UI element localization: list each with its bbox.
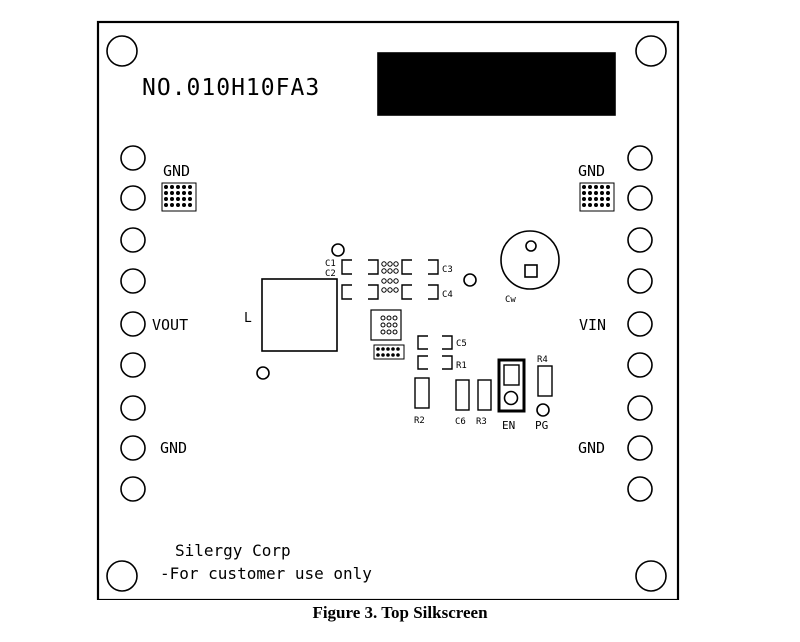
label-r4: R4 (537, 355, 548, 365)
part-number: NO.010H10FA3 (142, 75, 320, 101)
pg-test-point (536, 403, 550, 417)
label-c3: C3 (442, 265, 453, 275)
label-gnd-right-bottom: GND (578, 439, 605, 457)
label-inductor: L (244, 311, 252, 326)
label-c1: C1 (325, 259, 336, 269)
left-connector-pads (120, 145, 146, 502)
silkscreen-board: NO.010H10FA3 (96, 20, 680, 600)
label-en: EN (502, 419, 515, 432)
inductor-outline (261, 278, 338, 352)
ic-footprint (370, 309, 405, 360)
label-gnd-left-bottom: GND (160, 439, 187, 457)
label-gnd-right-top: GND (578, 162, 605, 180)
via-array-left (161, 182, 197, 212)
redacted-block (377, 52, 616, 116)
label-pg: PG (535, 419, 548, 432)
label-c4: C4 (442, 290, 453, 300)
via-array-right (579, 182, 615, 212)
label-c5: C5 (456, 339, 467, 349)
company-name: Silergy Corp (175, 541, 291, 560)
label-r2: R2 (414, 416, 425, 426)
label-c6: C6 (455, 417, 466, 427)
en-jumper (497, 358, 526, 413)
c5-r1-footprints (417, 335, 453, 370)
board-outline (96, 20, 680, 600)
label-c2: C2 (325, 269, 336, 279)
capacitor-cluster-top (341, 259, 439, 300)
mounting-holes (106, 35, 667, 592)
label-vout: VOUT (152, 316, 188, 334)
label-cin: Cw (505, 295, 516, 305)
label-vin: VIN (579, 316, 606, 334)
fiducial-left (256, 366, 270, 380)
fiducial-right (463, 273, 477, 287)
label-gnd-left-top: GND (163, 162, 190, 180)
right-connector-pads (627, 145, 653, 502)
fiducial-top (331, 243, 345, 257)
vertical-footprints (414, 365, 553, 411)
input-capacitor (500, 230, 560, 290)
customer-notice: -For customer use only (160, 564, 372, 583)
figure-caption: Figure 3. Top Silkscreen (312, 603, 488, 622)
label-r3: R3 (476, 417, 487, 427)
label-r1: R1 (456, 361, 467, 371)
